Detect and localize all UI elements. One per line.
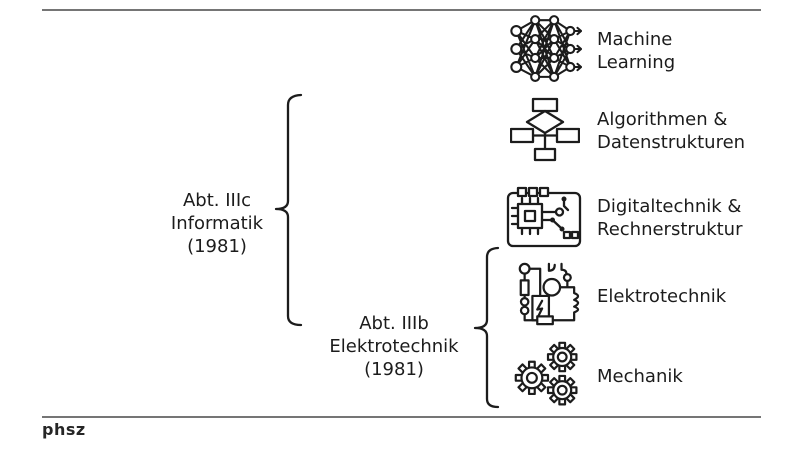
neural-network-icon: [510, 15, 582, 82]
group-label-line: (1981): [364, 359, 424, 380]
item-label-line: Datenstrukturen: [597, 132, 746, 153]
group-label-abt-iiic: Abt. IIIc Informatik (1981): [132, 189, 302, 258]
electric-circuit-icon: [518, 262, 580, 326]
bottom-rule: [42, 416, 761, 418]
item-label-line: Algorithmen &: [597, 109, 728, 130]
group-label-line: Abt. IIIb: [359, 313, 429, 334]
item-label-algorithmen: Algorithmen & Datenstrukturen: [597, 108, 745, 154]
item-label-line: Learning: [597, 52, 676, 73]
item-label-line: Mechanik: [597, 366, 683, 387]
item-label-elektrotechnik: Elektrotechnik: [597, 285, 726, 308]
circuit-board-icon: [506, 186, 582, 248]
phsz-logo: phsz: [42, 420, 86, 439]
flowchart-icon: [510, 97, 580, 162]
item-label-line: Rechnerstruktur: [597, 219, 743, 240]
group-label-line: Elektrotechnik: [329, 336, 459, 357]
gears-icon: [514, 341, 578, 406]
group-label-line: Informatik: [170, 213, 264, 234]
item-label-line: Machine: [597, 29, 673, 50]
item-label-line: Elektrotechnik: [597, 286, 727, 307]
group-label-line: (1981): [187, 236, 247, 257]
item-label-mechanik: Mechanik: [597, 365, 683, 388]
item-label-line: Digitaltechnik &: [597, 196, 742, 217]
item-label-machine-learning: Machine Learning: [597, 28, 675, 74]
group-label-line: Abt. IIIc: [182, 190, 252, 211]
top-rule: [42, 9, 761, 11]
item-label-digitaltechnik: Digitaltechnik & Rechnerstruktur: [597, 195, 743, 241]
group-label-abt-iiib: Abt. IIIb Elektrotechnik (1981): [309, 312, 479, 381]
